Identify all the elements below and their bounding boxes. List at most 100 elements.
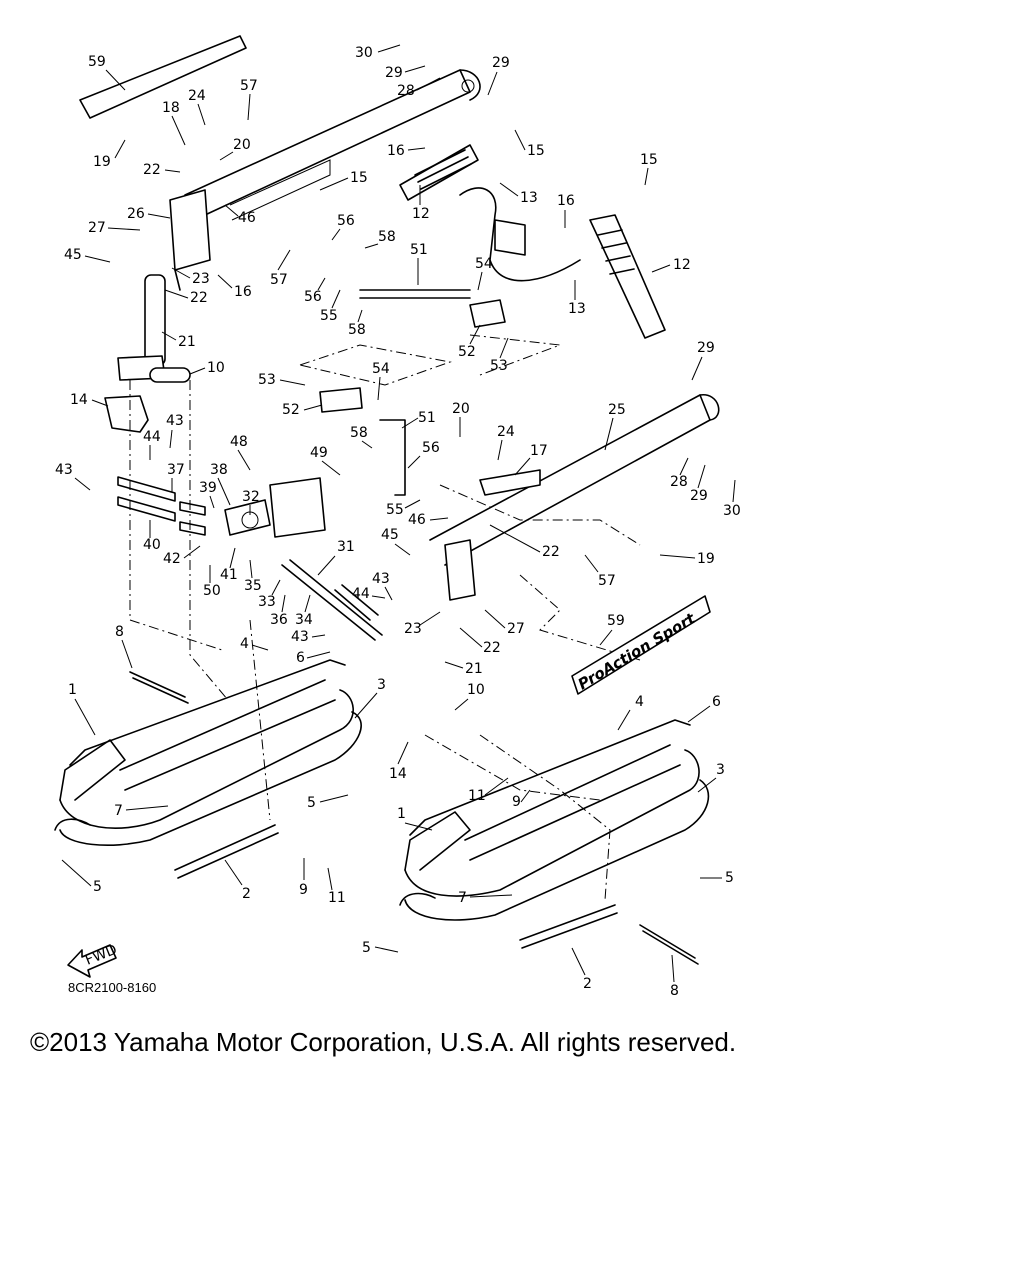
label-20-a: 20 xyxy=(233,137,251,153)
label-22-d: 22 xyxy=(483,640,501,656)
label-6-b: 6 xyxy=(712,694,721,710)
figure-code: 8CR2100-8160 xyxy=(68,980,157,995)
label-4-a: 4 xyxy=(240,636,249,652)
copyright-notice: ©2013 Yamaha Motor Corporation, U.S.A. A… xyxy=(30,1027,737,1057)
decal-text: ProAction Sport xyxy=(575,609,699,693)
label-51-a: 51 xyxy=(410,242,428,258)
label-29-b: 29 xyxy=(492,55,510,71)
label-10-a: 10 xyxy=(207,360,225,376)
label-19-b: 19 xyxy=(697,551,715,567)
label-56-c: 56 xyxy=(422,440,440,456)
label-42-a: 42 xyxy=(163,551,181,567)
label-46-a: 46 xyxy=(238,210,256,226)
label-29-d: 29 xyxy=(690,488,708,504)
label-30-a: 30 xyxy=(355,45,373,61)
label-27-a: 27 xyxy=(88,220,106,236)
label-7-a: 7 xyxy=(114,803,123,819)
label-41-a: 41 xyxy=(220,567,238,583)
label-55-a: 55 xyxy=(320,308,338,324)
label-10-b: 10 xyxy=(467,682,485,698)
label-13-a: 13 xyxy=(520,190,538,206)
label-30-b: 30 xyxy=(723,503,741,519)
label-59-a: 59 xyxy=(88,54,106,70)
label-26-a: 26 xyxy=(127,206,145,222)
label-46-b: 46 xyxy=(408,512,426,528)
label-35-a: 35 xyxy=(244,578,262,594)
label-55-b: 55 xyxy=(386,502,404,518)
label-21-b: 21 xyxy=(465,661,483,677)
label-29-a: 29 xyxy=(385,65,403,81)
label-2-a: 2 xyxy=(242,886,251,902)
label-43-c: 43 xyxy=(372,571,390,587)
parts-diagram: 59 30 29 28 29 57 24 18 20 19 22 16 15 1… xyxy=(54,35,741,999)
label-11-a: 11 xyxy=(468,788,486,804)
label-52-b: 52 xyxy=(282,402,300,418)
label-53-a: 53 xyxy=(490,358,508,374)
label-59-b: 59 xyxy=(607,613,625,629)
label-58-c: 58 xyxy=(350,425,368,441)
label-57-c: 57 xyxy=(598,573,616,589)
label-22-c: 22 xyxy=(542,544,560,560)
label-23-b: 23 xyxy=(404,621,422,637)
label-3-b: 3 xyxy=(716,762,725,778)
label-5-a: 5 xyxy=(307,795,316,811)
label-43-b: 43 xyxy=(55,462,73,478)
label-52-a: 52 xyxy=(458,344,476,360)
label-25-a: 25 xyxy=(608,402,626,418)
label-15-c: 15 xyxy=(640,152,658,168)
label-36-a: 36 xyxy=(270,612,288,628)
label-33-a: 33 xyxy=(258,594,276,610)
label-39-a: 39 xyxy=(199,480,217,496)
label-22-a: 22 xyxy=(143,162,161,178)
label-43-d: 43 xyxy=(291,629,309,645)
label-1-b: 1 xyxy=(397,806,406,822)
label-49-a: 49 xyxy=(310,445,328,461)
label-12-a: 12 xyxy=(412,206,430,222)
label-18-a: 18 xyxy=(162,100,180,116)
label-8-a: 8 xyxy=(115,624,124,640)
label-45-a: 45 xyxy=(64,247,82,263)
label-57-a: 57 xyxy=(240,78,258,94)
label-5-b: 5 xyxy=(93,879,102,895)
label-56-b: 56 xyxy=(304,289,322,305)
line-art xyxy=(54,35,720,978)
label-27-b: 27 xyxy=(507,621,525,637)
label-43-a: 43 xyxy=(166,413,184,429)
label-16-b: 16 xyxy=(557,193,575,209)
label-44-b: 44 xyxy=(352,586,370,602)
label-21-a: 21 xyxy=(178,334,196,350)
label-24-b: 24 xyxy=(497,424,515,440)
label-5-c: 5 xyxy=(725,870,734,886)
label-54-a: 54 xyxy=(475,256,493,272)
label-28-a: 28 xyxy=(397,83,415,99)
label-16-a: 16 xyxy=(387,143,405,159)
label-17-a: 17 xyxy=(530,443,548,459)
label-29-c: 29 xyxy=(697,340,715,356)
label-5-d: 5 xyxy=(362,940,371,956)
label-16-c: 16 xyxy=(234,284,252,300)
label-54-b: 54 xyxy=(372,361,390,377)
label-56-a: 56 xyxy=(337,213,355,229)
label-12-b: 12 xyxy=(673,257,691,273)
label-48-a: 48 xyxy=(230,434,248,450)
label-7-b: 7 xyxy=(458,890,467,906)
label-20-b: 20 xyxy=(452,401,470,417)
label-28-b: 28 xyxy=(670,474,688,490)
label-11-b: 11 xyxy=(328,890,346,906)
label-32-a: 32 xyxy=(242,489,260,505)
label-4-b: 4 xyxy=(635,694,644,710)
label-40-a: 40 xyxy=(143,537,161,553)
label-8-b: 8 xyxy=(670,983,679,999)
label-9-b: 9 xyxy=(299,882,308,898)
label-23-a: 23 xyxy=(192,271,210,287)
label-15-b: 15 xyxy=(350,170,368,186)
label-44-a: 44 xyxy=(143,429,161,445)
label-38-a: 38 xyxy=(210,462,228,478)
label-24-a: 24 xyxy=(188,88,206,104)
label-14-b: 14 xyxy=(389,766,407,782)
label-6-a: 6 xyxy=(296,650,305,666)
label-37-a: 37 xyxy=(167,462,185,478)
label-58-b: 58 xyxy=(348,322,366,338)
label-51-b: 51 xyxy=(418,410,436,426)
label-13-b: 13 xyxy=(568,301,586,317)
